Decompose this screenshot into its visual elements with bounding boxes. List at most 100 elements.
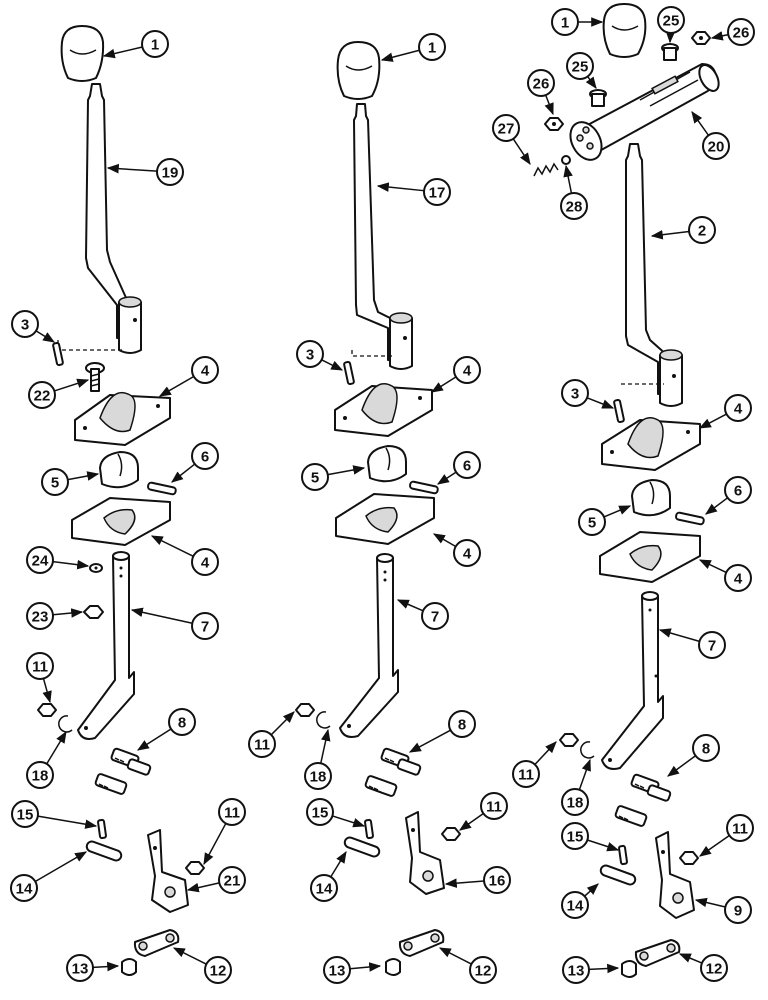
callout-label: 12 <box>210 963 227 980</box>
callout-circle <box>561 788 589 816</box>
callout-circle <box>698 631 726 659</box>
ball-joint-part <box>94 747 152 795</box>
bracket-part <box>405 811 445 895</box>
pivot-pin-part <box>85 840 123 862</box>
callout-circle <box>156 158 184 186</box>
e-clip-part <box>58 715 73 733</box>
callout-leader <box>691 111 710 136</box>
e-clip-part <box>580 741 595 759</box>
callout-leader <box>603 505 632 518</box>
selector-shaft-part <box>77 555 135 740</box>
callout-circle <box>561 379 589 407</box>
callout-label: 15 <box>17 807 34 824</box>
callout-leader <box>46 730 67 765</box>
callout-circle <box>657 6 685 34</box>
callout-leader <box>349 962 382 972</box>
bushing-part <box>121 958 137 976</box>
callout-circle <box>469 956 497 984</box>
callout-circle <box>726 814 754 842</box>
callout-label: 4 <box>201 555 210 572</box>
callout-leader <box>330 850 347 878</box>
selector-shaft-part <box>601 595 664 770</box>
callout-leader <box>512 138 531 165</box>
callout-label: 1 <box>561 15 569 32</box>
callout-label: 4 <box>463 546 472 563</box>
callout-circle <box>453 539 481 567</box>
roll-pin-part <box>613 398 625 424</box>
selector-shaft-part <box>339 557 399 738</box>
callout-circle <box>301 463 329 491</box>
bracket-part <box>655 831 695 919</box>
callout-leader <box>694 897 726 908</box>
callout-leader <box>172 947 207 965</box>
callout-leader <box>320 728 331 764</box>
pivot-tube-part <box>118 301 142 354</box>
left-assembly <box>37 25 205 976</box>
callout-circle <box>561 891 589 919</box>
callout-circle <box>191 612 219 640</box>
callout-leader <box>203 823 227 866</box>
bushing-part <box>621 960 637 978</box>
callout-label: 8 <box>702 741 710 758</box>
callout-circle <box>560 192 588 220</box>
callout-leader <box>92 961 120 972</box>
callout-circle <box>566 52 594 80</box>
callout-leader <box>698 559 727 574</box>
callout-circle <box>480 792 508 820</box>
callout-leader <box>710 31 729 41</box>
pin-part <box>364 818 374 840</box>
gate-plate-part <box>599 531 701 583</box>
callout-leader <box>658 628 700 643</box>
callout-label: 14 <box>316 881 333 898</box>
callout-label: 11 <box>254 737 270 754</box>
callout-leader <box>436 471 457 485</box>
roll-pin-part <box>343 360 355 386</box>
callout-circle <box>448 710 476 738</box>
callout-circle <box>191 548 219 576</box>
callout-label: 21 <box>224 873 241 890</box>
callout-circle <box>700 954 728 982</box>
callout-circle <box>453 451 481 479</box>
callout-circle <box>423 178 451 206</box>
nut-part <box>441 827 461 841</box>
callout-circle <box>26 602 54 630</box>
e-clip-part <box>316 711 331 729</box>
callout-label: 16 <box>489 873 506 890</box>
callout-label: 5 <box>51 475 59 492</box>
callout-circle <box>578 508 606 536</box>
callout-label: 15 <box>312 805 329 822</box>
callout-circle <box>191 356 219 384</box>
link-part <box>398 929 445 957</box>
callout-leader <box>650 229 690 240</box>
callout-label: 4 <box>201 363 210 380</box>
callout-circle <box>10 874 38 902</box>
screw-part <box>589 89 607 107</box>
callout-circle <box>453 356 481 384</box>
callout-circle <box>26 652 54 680</box>
callout-circle <box>492 114 520 142</box>
callout-circle <box>727 18 755 46</box>
callout-circle <box>724 394 752 422</box>
bolt-part <box>85 362 105 392</box>
callout-label: 26 <box>533 76 550 93</box>
pivot-pin-part <box>343 836 381 858</box>
callout-leader <box>396 599 424 612</box>
nut-part <box>185 861 205 875</box>
callout-leader <box>408 729 451 753</box>
callout-circle <box>26 761 54 789</box>
callout-label: 19 <box>162 165 179 182</box>
callout-label: 22 <box>34 388 51 405</box>
callout-leader <box>321 359 344 371</box>
callout-leader <box>34 851 88 883</box>
callout-label: 26 <box>733 25 750 42</box>
callout-leader <box>459 812 484 831</box>
callout-label: 11 <box>486 799 502 816</box>
gate-plate-part <box>71 497 171 546</box>
pivot-tube-part <box>659 354 683 407</box>
callout-circle <box>11 800 39 828</box>
callout-leader <box>332 815 366 828</box>
